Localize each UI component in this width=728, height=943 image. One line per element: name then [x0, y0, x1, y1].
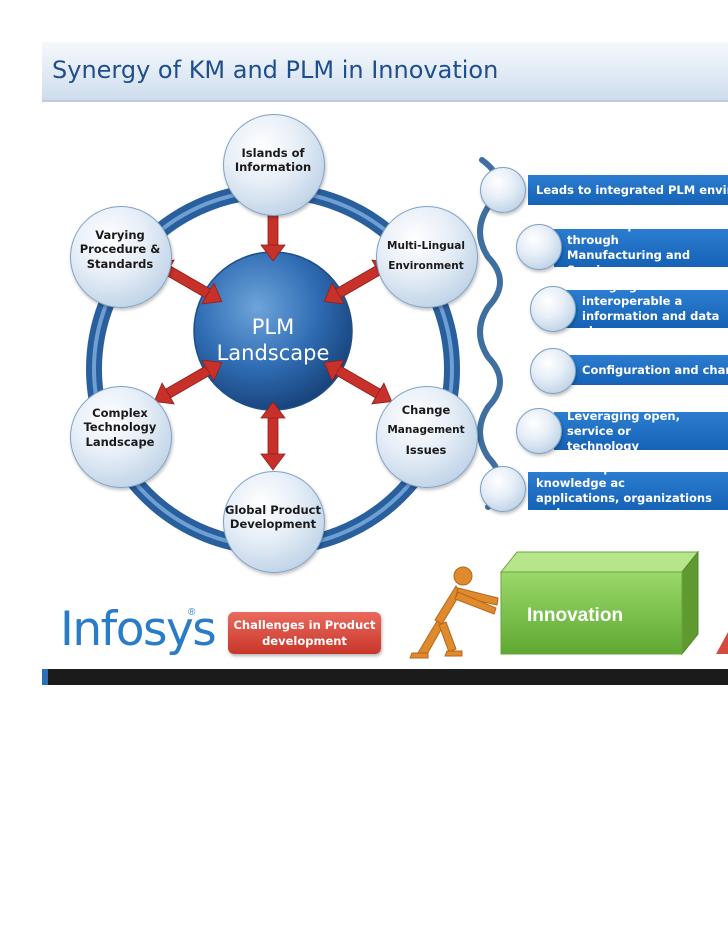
node-label-lower-right: Change Management Issues	[376, 400, 476, 460]
bullet-bubble-3	[530, 286, 576, 332]
node-top-line2: Information	[234, 160, 312, 175]
arrow-lower-right	[323, 359, 393, 405]
node-bubble-lower-left	[70, 386, 172, 488]
bullet-bubble-1	[480, 167, 526, 213]
benefit-band-6: Share the product knowledge ac applicati…	[528, 472, 728, 510]
node-upper-left-line3: Standards	[86, 256, 154, 271]
title-bar: Synergy of KM and PLM in Innovation	[42, 42, 728, 102]
bullet-bubble-2	[516, 224, 562, 270]
node-upper-right-line2: Environment	[388, 260, 464, 272]
benefit-3-line1: Bringing interoperable a	[582, 290, 683, 308]
innovation-label: Innovation	[527, 605, 624, 626]
bullet-bubble-4	[530, 348, 576, 394]
node-label-lower-left: Complex Technology Landscape	[70, 406, 170, 449]
node-lower-left-line3: Landscape	[85, 434, 155, 449]
challenge-line2: development	[262, 634, 347, 648]
center-line1: PLM	[251, 315, 295, 339]
benefit-5-line2: technology	[567, 438, 639, 451]
center-label: PLM Landscape	[203, 314, 343, 367]
benefit-1-line1: Leads to integrated PLM environ	[536, 182, 728, 197]
node-lower-left-line1: Complex	[92, 406, 148, 420]
benefit-2-line1: Common processes through	[567, 229, 692, 247]
node-bottom-line1: Global Product	[225, 503, 321, 517]
benefit-2-line2: Manufacturing and Services	[567, 248, 691, 267]
node-label-upper-right: Multi-Lingual Environment	[376, 236, 476, 276]
challenge-line1: Challenges in Product	[233, 618, 376, 632]
node-label-top: Islands of Information	[223, 146, 323, 175]
node-bubble-lower-right	[376, 386, 478, 488]
benefit-band-1: Leads to integrated PLM environ	[528, 175, 728, 205]
benefit-4-line1: Configuration and chang	[582, 362, 728, 377]
node-upper-right-line1: Multi-Lingual	[387, 240, 465, 252]
plm-landscape-diagram	[86, 157, 728, 659]
node-bubble-upper-right	[376, 206, 478, 308]
bottom-bar	[42, 669, 728, 685]
bottom-accent	[42, 669, 48, 685]
red-triangle-shape	[716, 632, 728, 654]
innovation-box	[499, 550, 700, 656]
benefit-band-4: Configuration and chang	[554, 355, 728, 385]
benefit-band-5: Leveraging open, service or technology	[554, 412, 728, 450]
slide-title: Synergy of KM and PLM in Innovation	[52, 56, 499, 84]
bullet-bubble-6	[480, 466, 526, 512]
benefit-5-line1: Leveraging open, service or	[567, 412, 680, 438]
registered-mark: ®	[188, 607, 196, 618]
node-bubble-upper-left	[70, 206, 172, 308]
arrow-bottom	[260, 401, 286, 471]
node-label-upper-left: Varying Procedure & Standards	[70, 228, 170, 271]
slide: Synergy of KM and PLM in Innovation	[42, 42, 728, 685]
node-lower-left-line2: Technology	[83, 420, 157, 435]
node-top-line1: Islands of	[241, 146, 305, 160]
arrow-lower-left	[153, 359, 223, 405]
node-lower-right-line1: Change	[401, 403, 451, 417]
node-bubble-bottom	[223, 471, 325, 573]
center-line2: Landscape	[216, 341, 330, 366]
bullet-bubble-5	[516, 408, 562, 454]
node-bubble-top	[223, 114, 325, 216]
benefit-band-3: Bringing interoperable a information and…	[554, 290, 728, 328]
node-upper-left-line1: Varying	[95, 228, 145, 242]
node-label-bottom: Global Product Development	[223, 503, 323, 532]
infosys-logo: Infosys	[60, 602, 217, 657]
challenges-box: Challenges in Product development	[228, 612, 381, 654]
pushing-figure-icon	[409, 566, 499, 659]
node-lower-right-line2: Management	[387, 424, 465, 436]
benefits-connector	[477, 157, 503, 510]
benefit-6-line1: Share the product knowledge ac	[536, 472, 654, 490]
benefit-band-2: Common processes through Manufacturing a…	[554, 229, 728, 267]
node-lower-right-line3: Issues	[405, 443, 447, 457]
node-bottom-line2: Development	[229, 517, 317, 532]
benefit-6-line2: applications, organizations and s	[536, 491, 712, 510]
node-upper-left-line2: Procedure &	[79, 242, 161, 257]
benefit-3-line2: information and data sha	[582, 309, 720, 328]
